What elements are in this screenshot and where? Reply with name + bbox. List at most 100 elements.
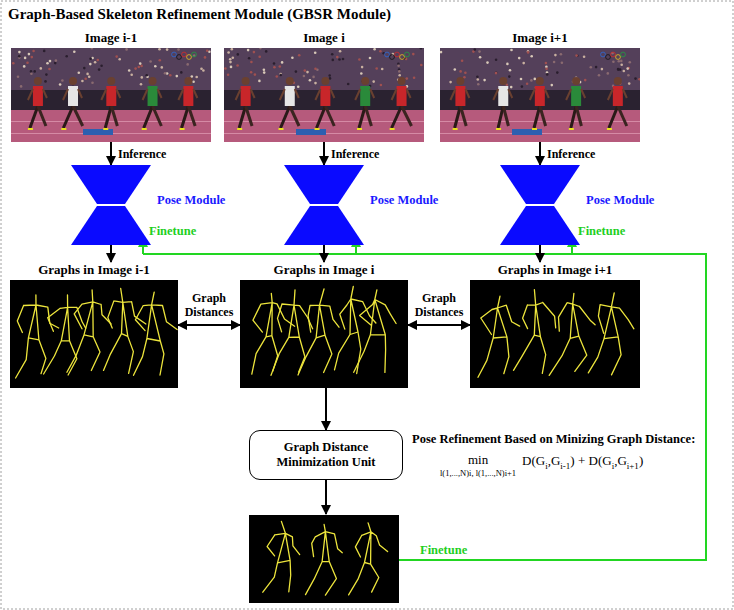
drawing-part: [230, 66, 233, 69]
drawing-part: [560, 53, 563, 56]
formula-term: ): [639, 453, 643, 468]
drawing-part: [546, 73, 549, 76]
drawing-part: [30, 70, 33, 73]
drawing-part: [611, 52, 616, 57]
drawing-part: [453, 128, 458, 130]
drawing-part: [91, 48, 94, 50]
drawing-part: [43, 89, 47, 98]
drawing-part: [530, 79, 533, 82]
drawing-part: [623, 89, 627, 98]
drawing-part: [530, 55, 533, 58]
drawing-part: [295, 70, 298, 73]
drawing-part: [28, 128, 33, 130]
video-frame: [440, 48, 640, 142]
drawing-part: [12, 62, 15, 65]
drawing-part: [254, 73, 257, 76]
drawing-part: [508, 75, 511, 78]
drawing-part: [571, 86, 581, 106]
drawing-part: [496, 128, 501, 130]
graph-image-box: Graphs in Image i-1: [10, 262, 178, 388]
drawing-part: [530, 89, 535, 100]
drawing-part: [613, 86, 623, 106]
drawing-part: [315, 89, 320, 100]
skeleton-graph: [549, 293, 595, 375]
drawing-part: [612, 61, 615, 64]
drawing-part: [186, 63, 189, 66]
drawing-part: [598, 74, 601, 77]
drawing-part: [43, 50, 46, 53]
formula-subscript: i: [612, 461, 615, 471]
drawing-part: [328, 74, 331, 77]
drawing-part: [161, 66, 164, 69]
drawing-part: [628, 82, 631, 85]
refined-skeletons: [263, 521, 388, 595]
drawing-part: [478, 50, 481, 53]
drawing-part: [503, 106, 508, 126]
drawing-part: [536, 77, 544, 85]
drawing-part: [402, 106, 412, 126]
drawing-part: [495, 58, 498, 61]
connector-arrow: [539, 142, 541, 165]
drawing-part: [158, 89, 162, 98]
skeleton-graph: [588, 293, 634, 375]
drawing-part: [583, 55, 586, 58]
drawing-part: [454, 68, 457, 71]
drawing-part: [359, 106, 365, 128]
drawing-part: [372, 80, 375, 83]
drawing-part: [561, 62, 564, 65]
encoder-shape: [71, 165, 151, 204]
drawing-part: [456, 77, 464, 85]
drawing-part: [390, 128, 395, 130]
drawing-part: [148, 86, 158, 106]
drawing-part: [48, 68, 51, 71]
drawing-part: [420, 64, 423, 67]
drawing-part: [141, 76, 144, 79]
drawing-part: [413, 76, 416, 79]
drawing-part: [315, 128, 320, 130]
drawing-part: [84, 77, 87, 80]
module-label: Pose Module: [370, 193, 438, 208]
drawing-part: [44, 80, 47, 83]
formula-term: D(G: [522, 453, 545, 468]
text-wrap: Graph Distance Minimization Unit: [258, 440, 394, 470]
formula-subscript: i-1: [560, 461, 570, 471]
drawing-part: [89, 63, 92, 66]
pose-network: Pose Module: [284, 165, 364, 245]
drawing-part: [304, 69, 307, 72]
drawing-part: [498, 86, 508, 106]
drawing-part: [465, 89, 469, 98]
drawing-part: [134, 67, 137, 70]
drawing-part: [407, 89, 411, 98]
drawing-part: [545, 67, 548, 70]
drawing-part: [595, 66, 598, 69]
drawing-part: [280, 89, 285, 100]
encoder-shape: [500, 165, 580, 204]
drawing-part: [601, 52, 606, 57]
drawing-part: [508, 89, 512, 98]
drawing-part: [236, 89, 241, 100]
refined-graph-image: [249, 515, 399, 603]
drawing-part: [149, 77, 157, 85]
drawing-part: [361, 77, 369, 85]
drawing-part: [40, 67, 43, 70]
drawing-part: [242, 77, 250, 85]
drawing-part: [140, 65, 143, 68]
drawing-part: [59, 83, 62, 86]
frame-heading: Graphs in Image i+1: [470, 262, 640, 280]
drawing-part: [330, 89, 334, 98]
drawing-part: [317, 106, 326, 128]
drawing-part: [188, 106, 195, 126]
diagram-title: Graph-Based Skeleton Refinement Module (…: [8, 5, 391, 23]
connector-arrow: [178, 324, 240, 326]
drawing-part: [18, 51, 21, 54]
drawing-part: [395, 52, 400, 57]
drawing-part: [554, 54, 557, 57]
drawing-part: [258, 80, 261, 83]
formula-term: ) + D(G: [570, 453, 611, 468]
drawing-part: [285, 86, 295, 106]
drawing-part: [638, 78, 640, 81]
drawing-part: [495, 72, 498, 75]
drawing-part: [320, 86, 330, 106]
drawing-part: [88, 76, 91, 79]
photo-panel: [11, 48, 211, 142]
